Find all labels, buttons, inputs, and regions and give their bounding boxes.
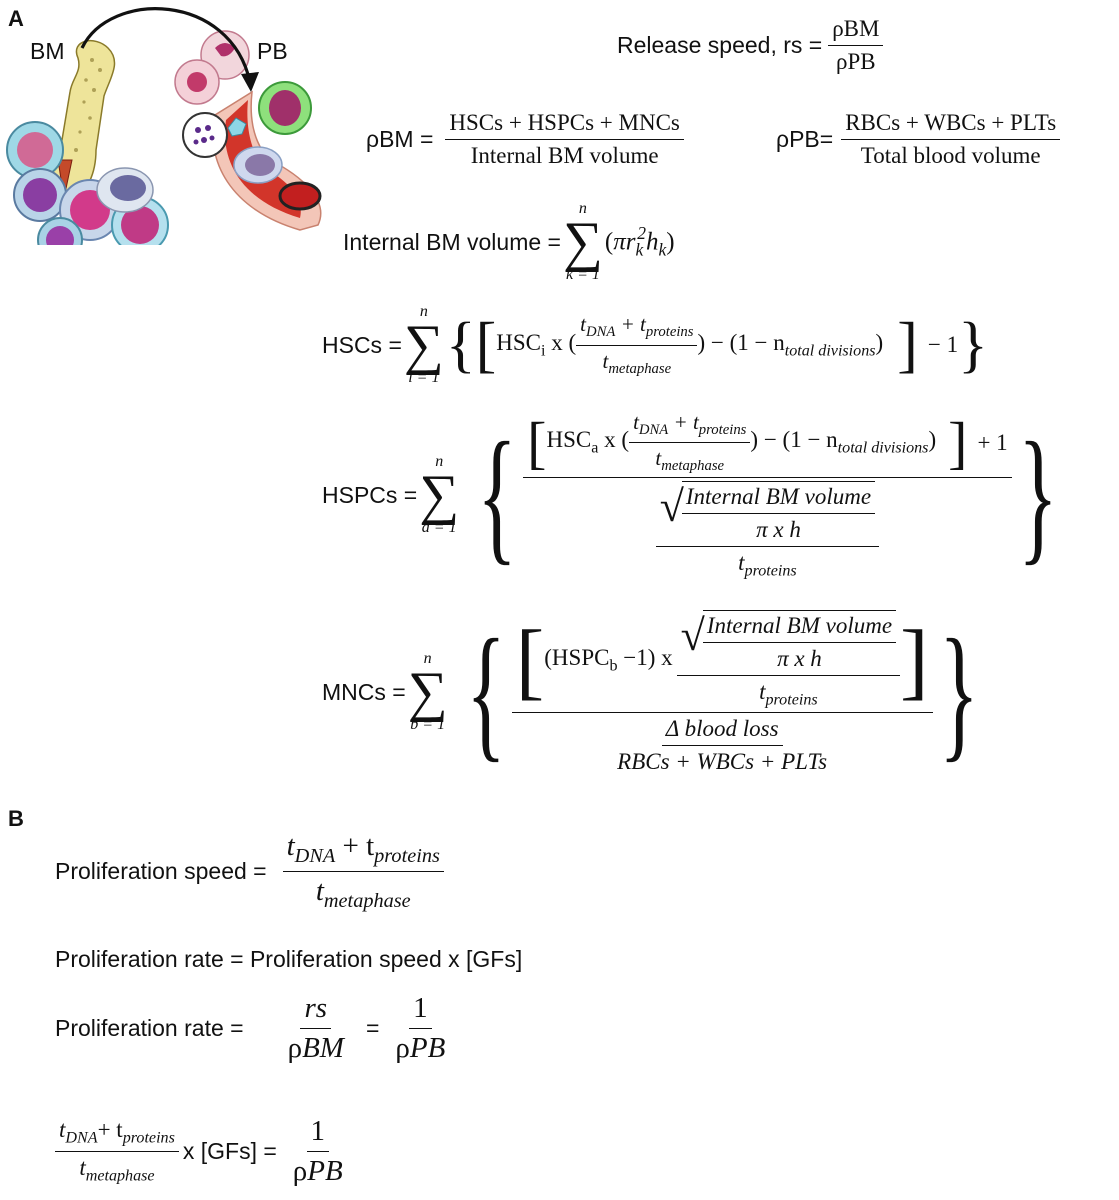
- rho-bm-fraction: HSCs + HSPCs + MNCs Internal BM volume: [445, 110, 684, 169]
- proliferation-rate-lhs: Proliferation rate =: [55, 1015, 244, 1041]
- final-time-fraction: tDNA+ tproteins tmetaphase: [55, 1117, 179, 1185]
- hscs-time-fraction: tDNA + tproteins tmetaphase: [576, 312, 698, 377]
- panel-label-b: B: [8, 806, 24, 831]
- bm-volume-term: (πrk2hk): [604, 223, 675, 260]
- rho-pb-equation: ρPB= RBCs + WBCs + PLTs Total blood volu…: [776, 110, 1061, 169]
- bm-volume-equation: Internal BM volume = n ∑ k = 1 (πrk2hk): [343, 200, 675, 284]
- release-speed-num: ρBM: [828, 16, 884, 46]
- rho-bm-equation: ρBM = HSCs + HSPCs + MNCs Internal BM vo…: [366, 110, 684, 169]
- release-speed-fraction: ρBM ρPB: [828, 16, 884, 75]
- gfs-term: x [GFs] =: [182, 1138, 277, 1164]
- proliferation-speed-fraction: tDNA + tproteins tmetaphase: [282, 830, 444, 913]
- release-speed-den: ρPB: [836, 49, 876, 74]
- hscs-equation: HSCs = n ∑ i = 1 { [ HSCi x ( tDNA + tpr…: [322, 303, 988, 386]
- sum-upper-limit: n: [423, 650, 432, 668]
- proliferation-rate-equation-1: Proliferation rate = Proliferation speed…: [55, 946, 523, 972]
- proliferation-speed-lhs: Proliferation speed =: [55, 858, 267, 885]
- sum-lower-limit: a = 1: [421, 519, 457, 537]
- rho-pb-fraction: RBCs + WBCs + PLTs Total blood volume: [841, 110, 1061, 169]
- hscs-minus-one: − 1: [927, 332, 959, 357]
- pb-label: PB: [257, 38, 288, 64]
- panel-label-a: A: [8, 6, 24, 31]
- mncs-equation: MNCs = n ∑ b = 1 { [ (HSPCb −1) x √Inter…: [322, 609, 979, 776]
- rho-bm-den: Internal BM volume: [470, 143, 659, 168]
- hspcs-main-fraction: [ HSCa x ( tDNA + tproteins tmetaphase )…: [523, 410, 1012, 581]
- rho-bm-lhs: ρBM =: [366, 126, 434, 152]
- sum-upper-limit: n: [419, 303, 428, 320]
- bone-marrow-blood-illustration: [6, 7, 322, 245]
- summation-symbol: n ∑ i = 1: [403, 303, 444, 386]
- mncs-lhs: MNCs =: [322, 678, 406, 705]
- rho-bm-num: HSCs + HSPCs + MNCs: [445, 110, 684, 140]
- proliferation-rate-equation-2: Proliferation rate = rs ρBM = 1 ρPB: [55, 992, 449, 1065]
- sum-lower-limit: i = 1: [408, 369, 440, 386]
- sum-lower-limit: k = 1: [565, 266, 600, 283]
- release-speed-lhs: Release speed, rs =: [617, 32, 823, 58]
- hspcs-lhs: HSPCs =: [322, 481, 418, 508]
- hscs-lhs: HSCs =: [322, 331, 402, 358]
- hscs-divisions-term: ) − (1 − ntotal divisions): [697, 329, 884, 360]
- equals-sign: =: [365, 1015, 380, 1041]
- rho-pb-lhs: ρPB=: [776, 126, 834, 152]
- sum-upper-limit: n: [578, 200, 587, 217]
- one-over-rho-pb: 1 ρPB: [395, 992, 446, 1064]
- sum-upper-limit: n: [435, 453, 444, 471]
- release-speed-equation: Release speed, rs = ρBM ρPB: [617, 16, 884, 75]
- hsc-term: HSCi x (: [496, 329, 577, 360]
- summation-symbol: n ∑ b = 1: [407, 650, 448, 734]
- rs-over-rho-bm: rs ρBM: [287, 992, 344, 1064]
- rho-pb-num: RBCs + WBCs + PLTs: [841, 110, 1061, 140]
- proliferation-speed-equation: Proliferation speed = tDNA + tproteins t…: [55, 830, 444, 913]
- summation-symbol: n ∑ a = 1: [419, 453, 460, 537]
- hspcs-equation: HSPCs = n ∑ a = 1 { [ HSCa x ( tDNA + tp…: [322, 409, 1058, 581]
- final-equation: tDNA+ tproteins tmetaphase x [GFs] = 1 ρ…: [55, 1115, 347, 1188]
- sum-lower-limit: b = 1: [410, 716, 446, 734]
- bm-label: BM: [30, 38, 65, 64]
- final-one-over-rho-pb: 1 ρPB: [292, 1115, 343, 1187]
- summation-symbol: n ∑ k = 1: [562, 200, 603, 283]
- rho-pb-den: Total blood volume: [860, 143, 1041, 168]
- bm-volume-lhs: Internal BM volume =: [343, 228, 561, 255]
